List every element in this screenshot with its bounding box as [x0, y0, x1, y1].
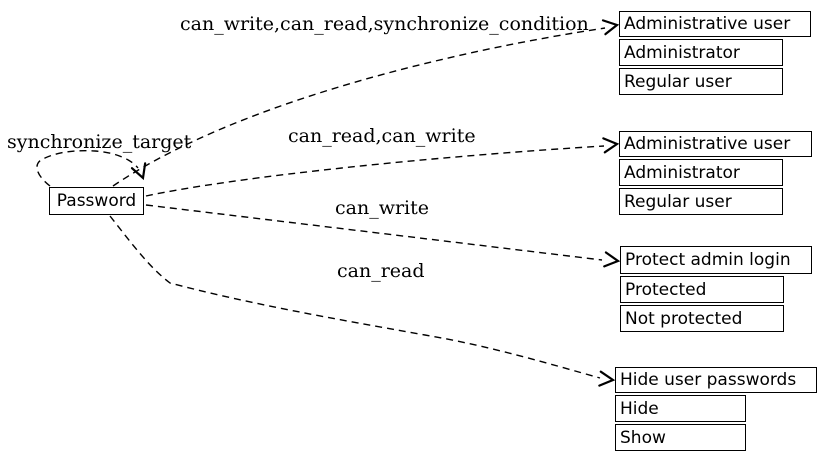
edge-4-arrowhead-icon [598, 370, 616, 387]
option-table-row: Administrator [619, 159, 783, 186]
option-table-administrative-user-2: Administrative user Administrator Regula… [619, 131, 812, 215]
node-password: Password [49, 187, 144, 215]
edge-3-line [145, 204, 603, 261]
option-table-title: Administrative user [619, 11, 811, 37]
node-password-label: Password [56, 191, 137, 211]
option-table-administrative-user-1: Administrative user Administrator Regula… [619, 11, 811, 95]
edge-4-line [109, 215, 601, 379]
option-table-row: Regular user [619, 68, 783, 95]
edge-label-2: can_read,can_write [288, 125, 476, 147]
edge-1-line [112, 27, 606, 187]
option-table-protect-admin-login: Protect admin login Protected Not protec… [620, 246, 812, 332]
edge-label-self-loop: synchronize_target [7, 131, 192, 153]
option-table-row: Protected [620, 276, 784, 303]
self-loop-synchronize-target-line [36, 149, 139, 187]
edge-label-3: can_write [335, 197, 430, 219]
edge-2-line [145, 145, 605, 197]
option-table-title: Protect admin login [620, 246, 812, 274]
option-table-row: Not protected [620, 305, 784, 332]
option-table-title: Administrative user [619, 131, 812, 157]
option-table-title: Hide user passwords [615, 367, 817, 393]
option-table-row: Administrator [619, 39, 783, 66]
edge-3-arrowhead-icon [603, 251, 621, 268]
option-table-row: Show [615, 424, 746, 451]
option-table-row: Hide [615, 395, 746, 422]
edge-2-arrowhead-icon [602, 137, 620, 154]
option-table-row: Regular user [619, 188, 783, 215]
edge-label-1: can_write,can_read,synchronize_condition [180, 13, 589, 35]
edge-label-4: can_read [337, 260, 425, 282]
edge-1-arrowhead-icon [601, 19, 620, 36]
option-table-hide-user-passwords: Hide user passwords Hide Show [615, 367, 817, 451]
